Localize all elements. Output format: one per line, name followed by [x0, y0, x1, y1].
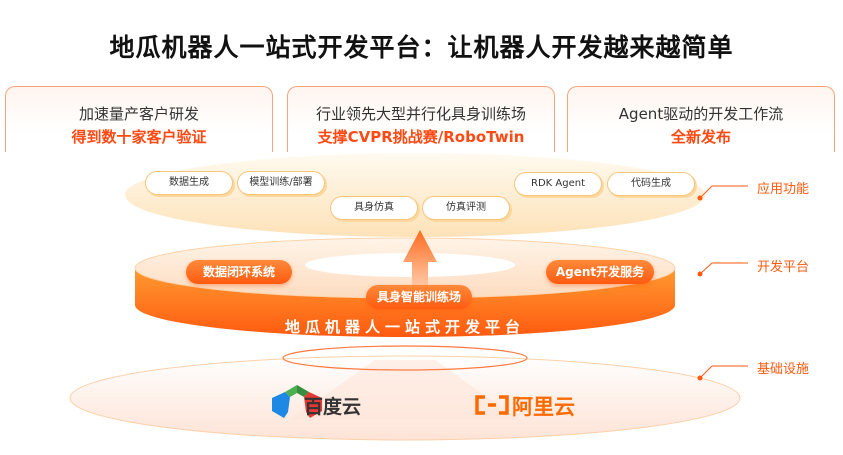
app-item-model-training[interactable]: 模型训练/部署: [237, 171, 325, 195]
card-highlight: 全新发布: [670, 128, 731, 146]
provider-baidu: 百度云: [304, 396, 362, 418]
app-item-sim-eval[interactable]: 仿真评测: [422, 196, 510, 220]
platform-item-data-loop[interactable]: 数据闭环系统: [186, 260, 292, 284]
feature-card-1: 加速量产客户研发 得到数十家客户验证: [5, 86, 273, 152]
page-title: 地瓜机器人一站式开发平台：让机器人开发越来越简单: [109, 33, 734, 62]
connector-lines: [697, 185, 748, 381]
card-subtitle: 行业领先大型并行化具身训练场: [315, 105, 526, 123]
infra-ring: [282, 345, 528, 371]
platform-item-training-ground[interactable]: 具身智能训练场: [366, 285, 472, 309]
layer-label-platform: 开发平台: [757, 260, 810, 275]
baidu-cloud-logo-icon: [272, 385, 322, 418]
app-item-code-generation[interactable]: 代码生成: [607, 172, 695, 196]
feature-card-2: 行业领先大型并行化具身训练场 支撑CVPR挑战赛/RoboTwin: [287, 86, 555, 152]
up-arrow-icon: [403, 230, 437, 290]
app-item-embodied-sim[interactable]: 具身仿真: [330, 196, 418, 220]
card-highlight: 支撑CVPR挑战赛/RoboTwin: [317, 128, 525, 146]
feature-card-3: Agent驱动的开发工作流 全新发布: [567, 86, 835, 152]
card-subtitle: Agent驱动的开发工作流: [618, 105, 784, 123]
card-subtitle: 加速量产客户研发: [78, 105, 199, 123]
layer-label-infra: 基础设施: [757, 362, 810, 377]
app-item-rdk-agent[interactable]: RDK Agent: [514, 172, 602, 196]
card-highlight: 得到数十家客户验证: [71, 128, 207, 146]
layer-label-app: 应用功能: [757, 182, 810, 197]
light-beam: [290, 360, 520, 420]
provider-aliyun: 阿里云: [512, 395, 575, 419]
app-item-data-generation[interactable]: 数据生成: [145, 171, 233, 195]
aliyun-logo-icon: [475, 395, 509, 415]
platform-item-agent-service[interactable]: Agent开发服务: [546, 260, 654, 284]
platform-name: 地瓜机器人一站式开发平台: [284, 318, 525, 336]
